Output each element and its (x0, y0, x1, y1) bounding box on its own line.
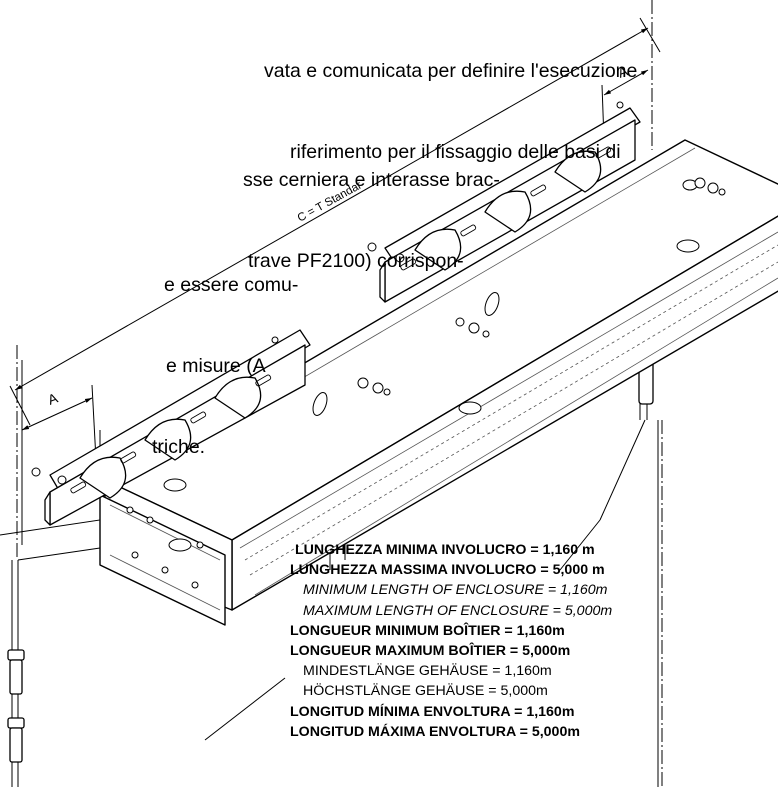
spec-fr-min: LONGUEUR MINIMUM BOÎTIER = 1,160m (290, 622, 565, 639)
intro-line: trave PF2100) corrispon- (248, 250, 464, 272)
intro-paragraph-1: vata e comunicata per definire l'esecuzi… (0, 4, 638, 193)
enclosure-holes (126, 179, 700, 589)
enclosure-body (99, 139, 778, 626)
intro-line: vata e comunicata per definire l'esecuzi… (264, 60, 638, 82)
spec-it-min: LUNGHEZZA MINIMA INVOLUCRO = 1,160 m (295, 542, 595, 558)
spec-de-max: HÖCHSTLÄNGE GEHÄUSE = 5,000m (303, 683, 548, 700)
intro-paragraph-3: e essere comu- e misure (A triche. (0, 218, 520, 488)
dimension-a-left (21, 384, 97, 461)
left-bracket-slots (70, 374, 272, 494)
intro-line: triche. (152, 436, 206, 458)
spec-fr-max: LONGUEUR MAXIMUM BOÎTIER = 5,000m (290, 643, 571, 660)
intro-line: e misure (A (166, 355, 266, 377)
spec-es-max: LONGITUD MÁXIMA ENVOLTURA = 5,000m (290, 723, 580, 740)
spec-it-max: LUNGHEZZA MASSIMA INVOLUCRO = 5,000 m (290, 562, 605, 579)
spec-es-min: LONGITUD MÍNIMA ENVOLTURA = 1,160m (290, 703, 575, 720)
length-specifications: LUNGHEZZA MINIMA INVOLUCRO = 1,160 m LUN… (290, 540, 770, 742)
spec-en-max: MAXIMUM LENGTH OF ENCLOSURE = 5,000m (303, 602, 613, 619)
right-bracket-slots (400, 146, 612, 271)
leader-lines (204, 419, 646, 741)
left-hinges (7, 649, 25, 763)
spec-de-min: MINDESTLÄNGE GEHÄUSE = 1,160m (303, 663, 552, 680)
intro-line: riferimento per il fissaggio delle basi … (290, 141, 621, 163)
left-mounting-bracket (44, 329, 311, 526)
intro-line: sse cerniera e interasse brac- (243, 169, 500, 191)
fasteners (31, 101, 726, 485)
intro-paragraph-2: sse cerniera e interasse brac- trave PF2… (0, 113, 520, 302)
spec-en-min: MINIMUM LENGTH OF ENCLOSURE = 1,160m (303, 582, 608, 599)
intro-line: e essere comu- (164, 274, 299, 296)
right-mounting-bracket (379, 107, 641, 303)
